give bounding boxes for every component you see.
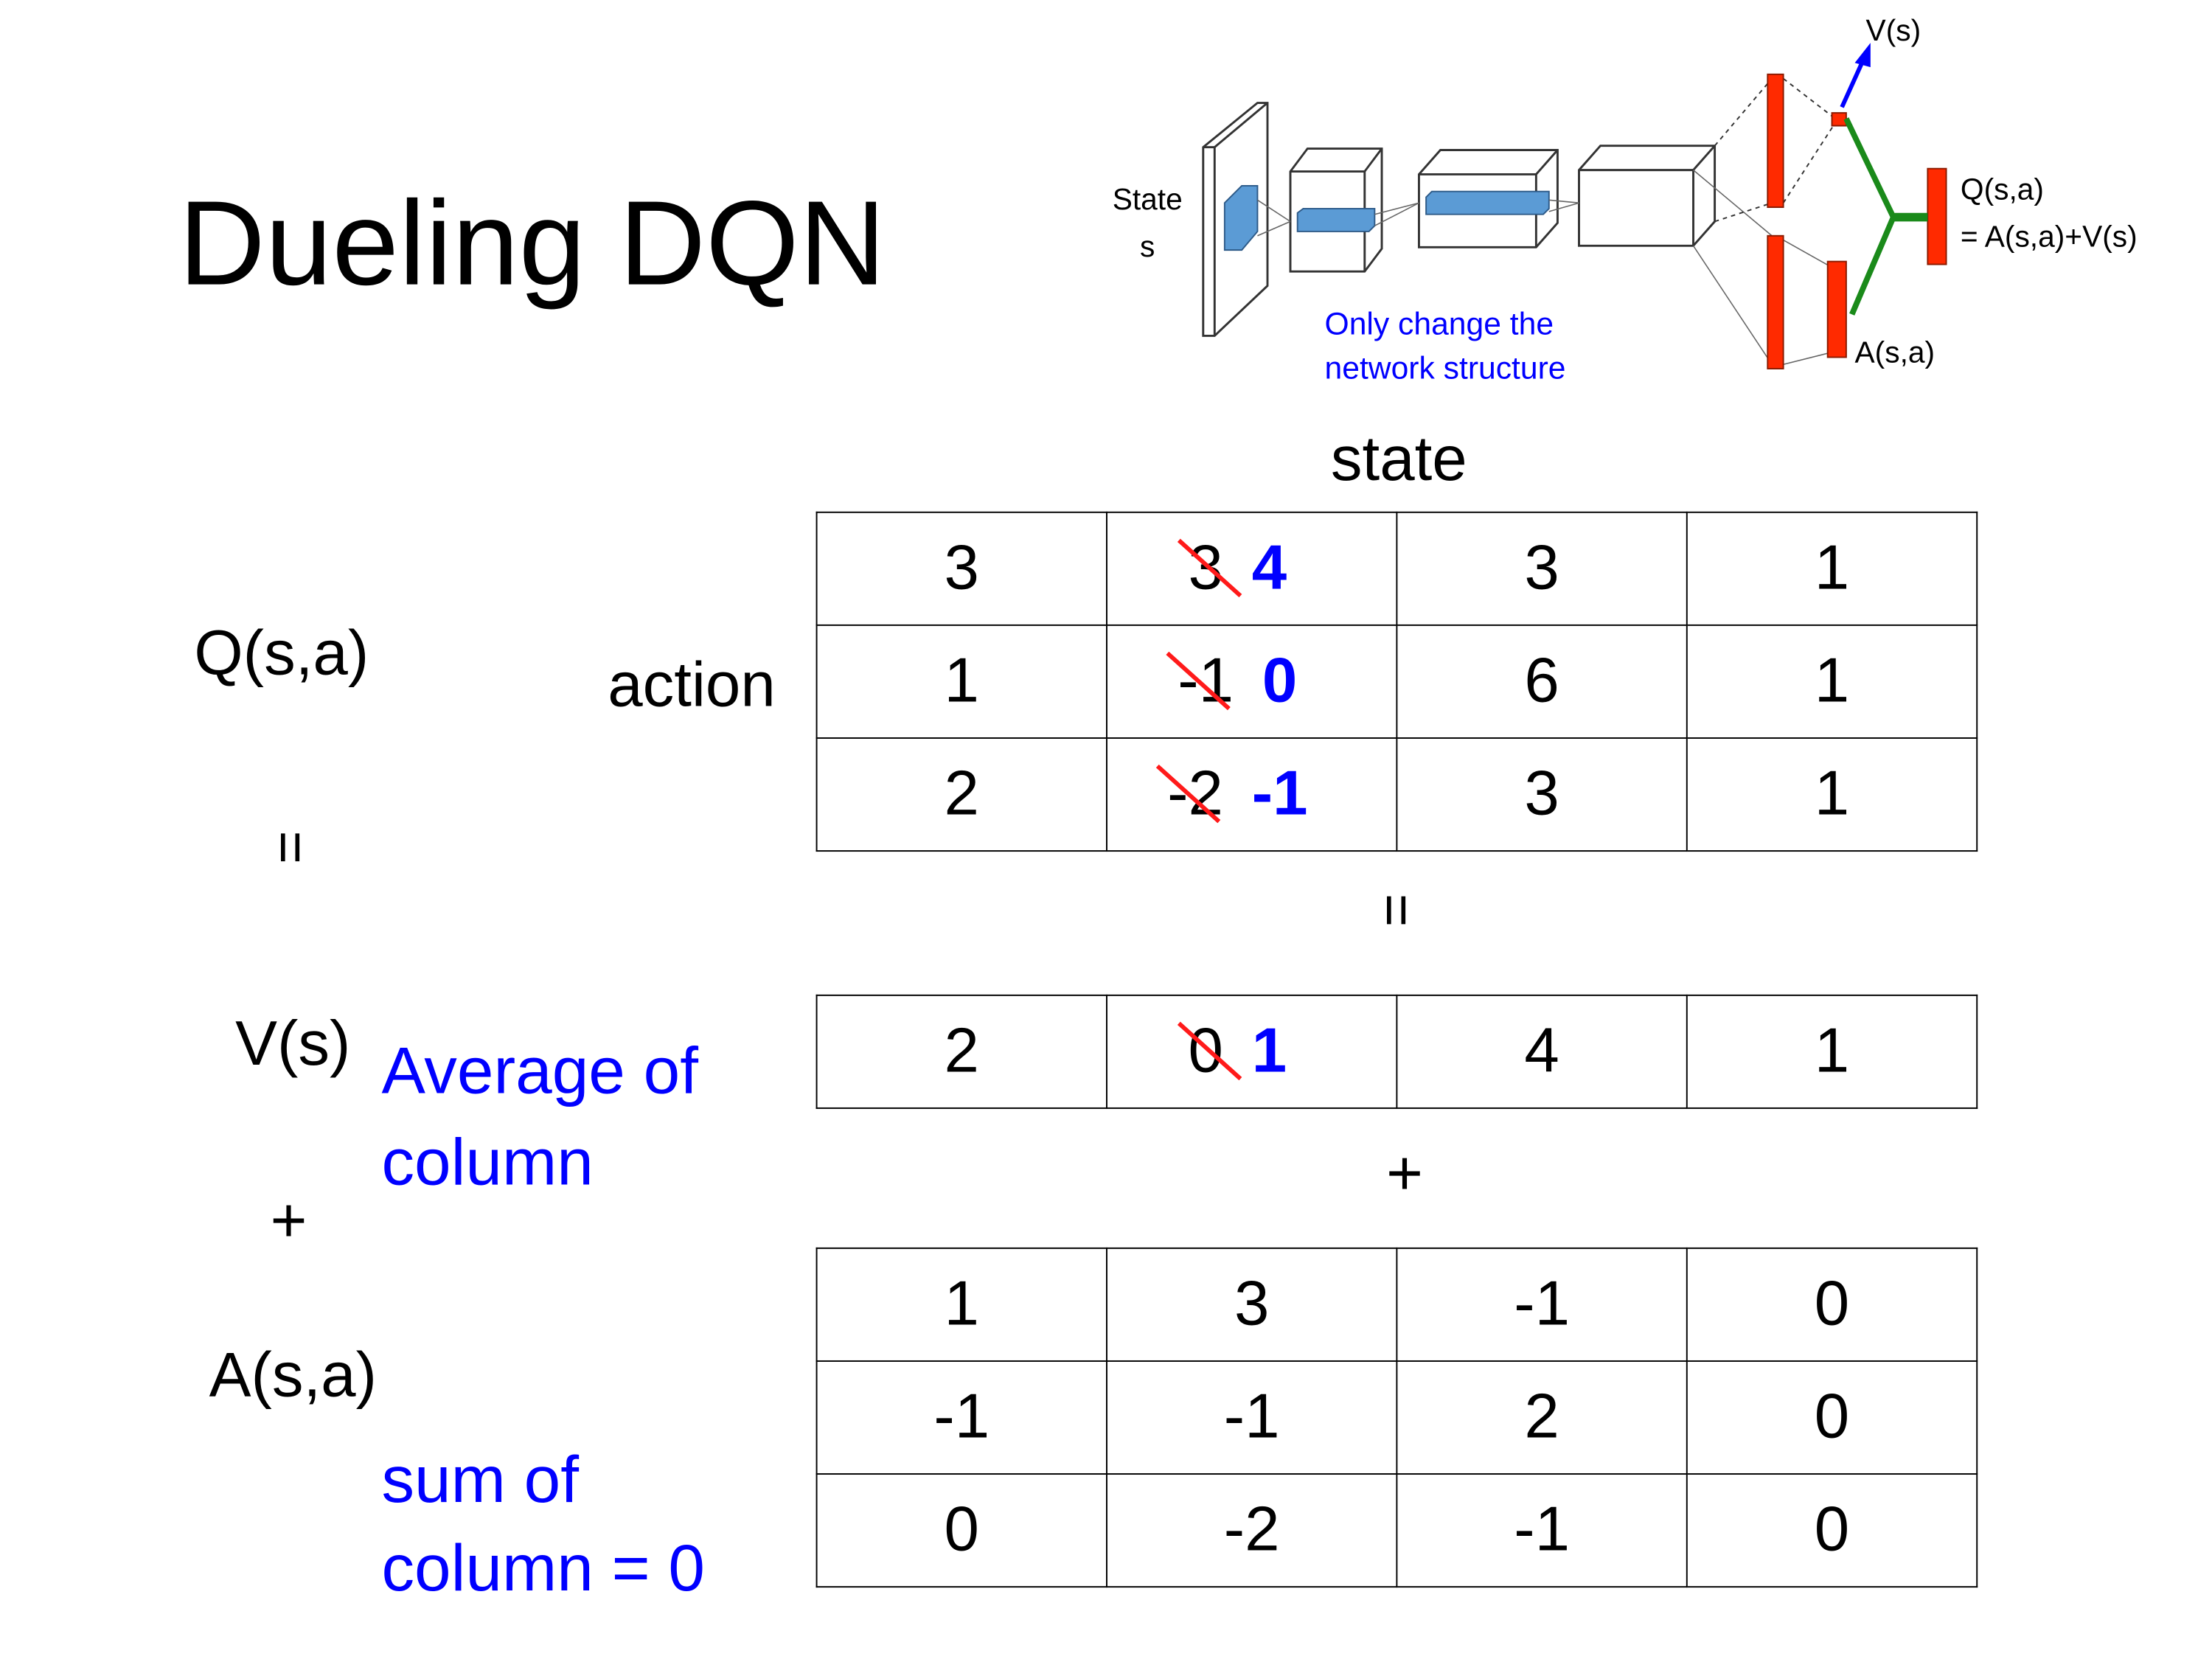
table-cell: 0: [1686, 1360, 1978, 1475]
updated-value: 0: [1262, 645, 1298, 716]
crossed-out-value: 0: [1188, 1015, 1223, 1086]
value-fc: [1767, 73, 1784, 208]
q-label: Q(s,a): [1960, 173, 2045, 207]
average-note-line-2: column: [381, 1124, 594, 1199]
table-cell: -1: [1106, 1360, 1398, 1475]
table-cell: -2-1: [1106, 737, 1398, 852]
table-cell: 3: [1396, 511, 1688, 626]
table-cell: 3: [815, 511, 1107, 626]
table-cell: 1: [1686, 994, 1978, 1109]
plus-sign-left: +: [270, 1186, 307, 1256]
table-cell: 2: [815, 994, 1107, 1109]
table-cell: 1: [1686, 737, 1978, 852]
sum-note-line-2: column = 0: [381, 1530, 706, 1605]
table-cell: 2: [1396, 1360, 1688, 1475]
table-cell: 1: [1686, 511, 1978, 626]
table-cell: 0: [1686, 1247, 1978, 1362]
updated-value: 1: [1251, 1015, 1287, 1086]
fc-layers: [1767, 73, 1947, 369]
slide-title: Dueling DQN: [178, 175, 886, 310]
table-cell: 3: [1396, 737, 1688, 852]
plus-sign-mid: +: [1386, 1138, 1423, 1209]
table-cell: 0: [1686, 1473, 1978, 1588]
table-cell: 6: [1396, 624, 1688, 739]
state-sub-label: s: [1140, 230, 1155, 264]
table-cell: -2: [1106, 1473, 1398, 1588]
q-label-left: Q(s,a): [194, 619, 369, 689]
sum-note-line-1: sum of: [381, 1441, 579, 1517]
table-cell: 2: [815, 737, 1107, 852]
table-cell: 4: [1396, 994, 1688, 1109]
advantage-output: [1826, 260, 1847, 358]
table-cell: 3: [1106, 1247, 1398, 1362]
table-cell: -1: [1396, 1247, 1688, 1362]
action-axis-label: action: [608, 650, 776, 720]
value-arrow-icon: [1840, 43, 1871, 108]
table-cell: 1: [815, 624, 1107, 739]
updated-value-group: -2-1: [1156, 759, 1308, 830]
equals-sign-left: =: [258, 830, 322, 864]
value-output: [1831, 112, 1847, 127]
updated-value: 4: [1251, 532, 1287, 603]
input-filter: [1223, 184, 1259, 251]
table-cell: 1: [815, 1247, 1107, 1362]
connection-lines: [1257, 170, 1830, 365]
note-line-1: Only change the: [1324, 305, 1554, 342]
v-label: V(s): [1865, 15, 1921, 48]
v-label-left: V(s): [235, 1009, 351, 1079]
q-output: [1927, 167, 1947, 265]
conv-filter-1: [1296, 207, 1376, 232]
average-note-line-1: Average of: [381, 1033, 699, 1107]
advantage-fc: [1767, 234, 1784, 369]
conv-layer-3: [1578, 145, 1717, 247]
a-label: A(s,a): [1854, 336, 1935, 369]
dueling-network-diagram: State s V(s) Q(s,a) = A(s,a)+V(s) A(s,a)…: [1086, 0, 2201, 414]
a-label-left: A(s,a): [209, 1340, 378, 1411]
updated-value: -1: [1251, 759, 1308, 830]
combine-lines: [1843, 117, 1928, 316]
table-cell: 1: [1686, 624, 1978, 739]
state-label: State: [1112, 184, 1183, 217]
q-formula: = A(s,a)+V(s): [1960, 220, 2138, 254]
table-cell: -1: [1396, 1473, 1688, 1588]
table-cell: -1: [815, 1360, 1107, 1475]
table-cell: 0: [815, 1473, 1107, 1588]
conv-filter-2: [1425, 190, 1550, 215]
note-line-2: network structure: [1324, 349, 1566, 386]
network-svg: [1202, 43, 1947, 369]
equals-sign-mid: =: [1364, 893, 1428, 928]
crossed-out-value: 3: [1188, 532, 1223, 603]
state-axis-label: state: [1330, 424, 1467, 495]
